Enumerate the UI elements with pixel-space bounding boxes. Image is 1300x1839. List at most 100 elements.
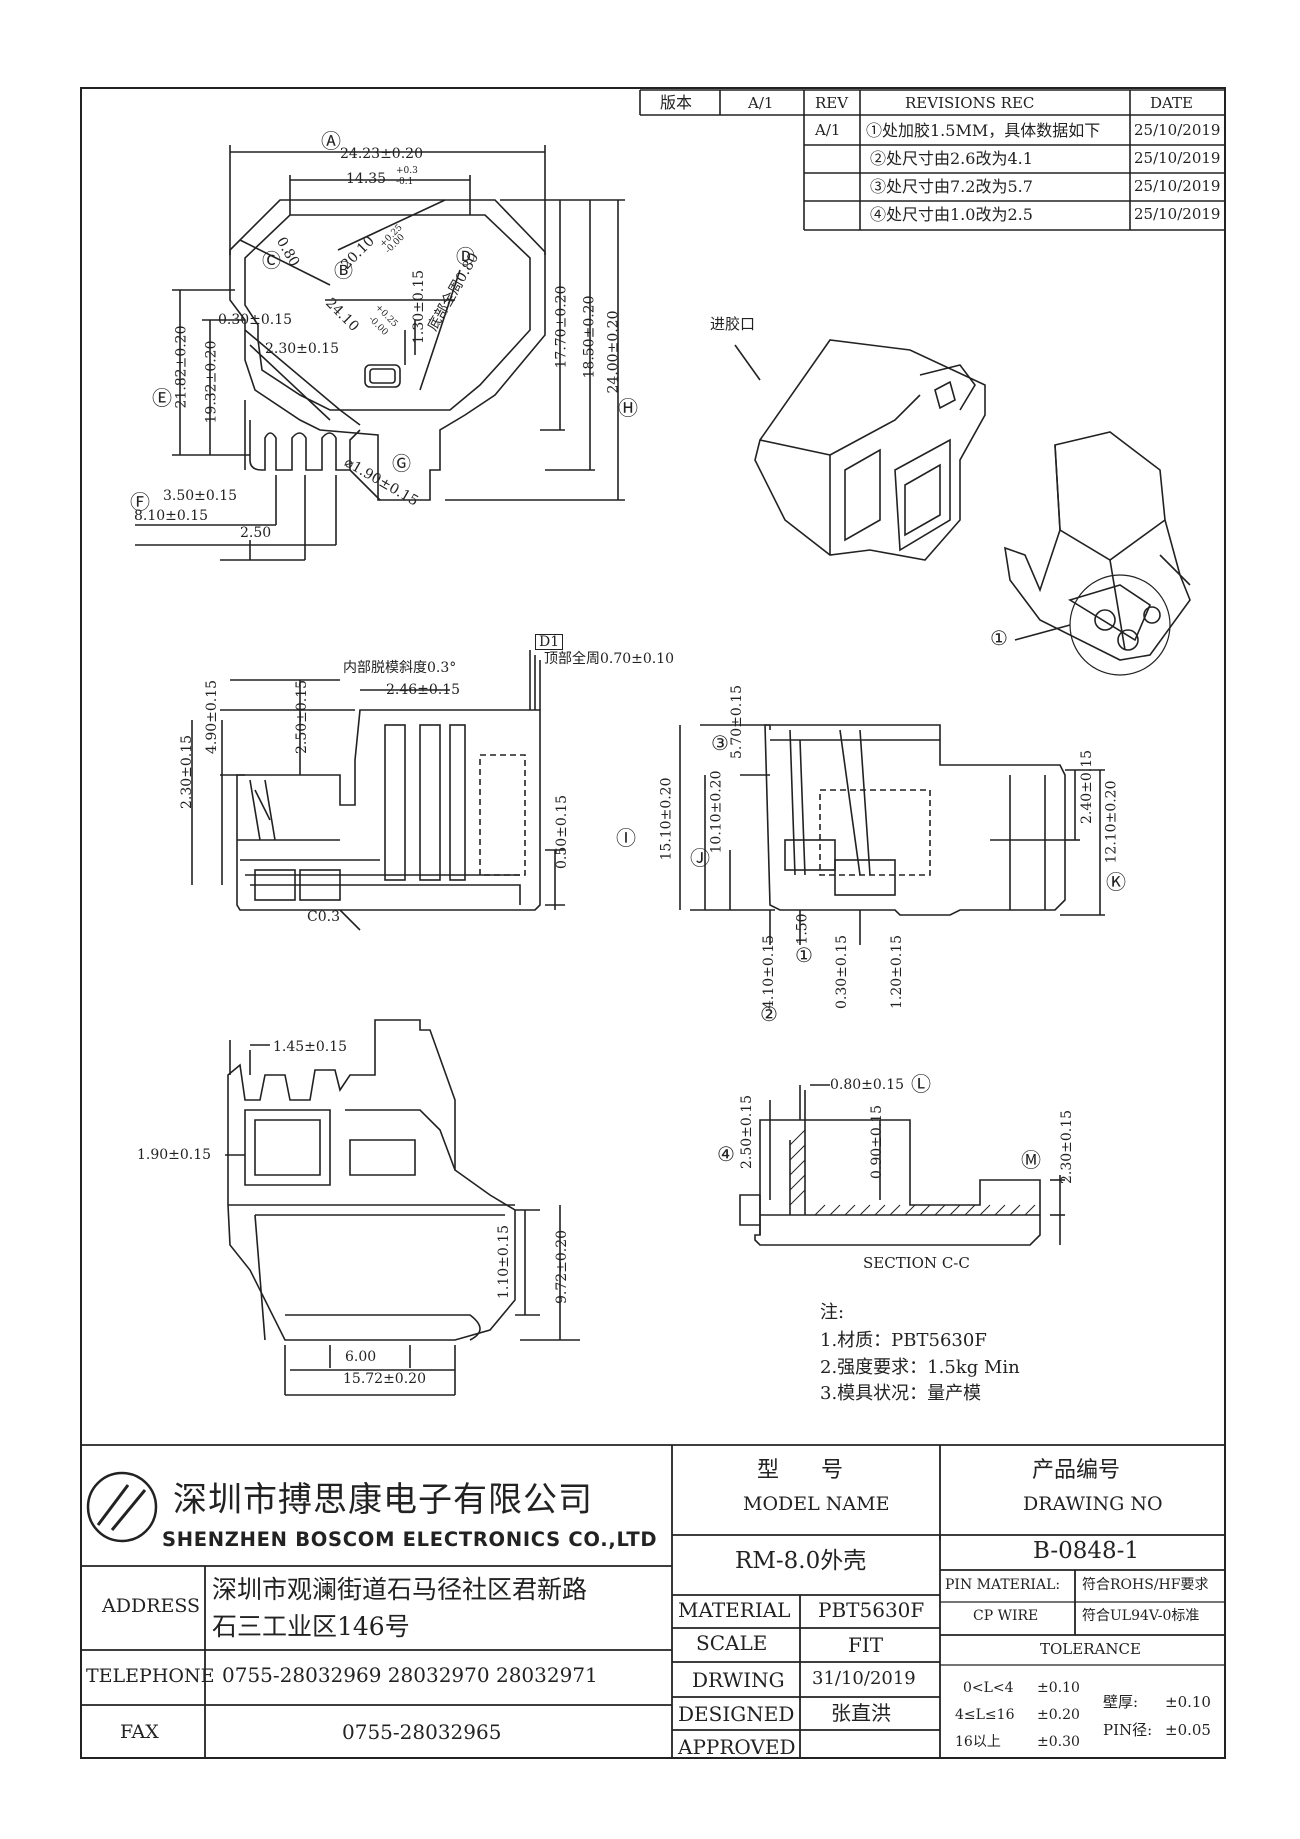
- section-dim-1: 0.80±0.15: [830, 1077, 905, 1093]
- tol-value-1: ±0.10: [1037, 1680, 1080, 1696]
- material-value: PBT5630F: [818, 1598, 925, 1622]
- rev-row-4-date: 25/10/2019: [1134, 205, 1221, 223]
- dim-height-5: 24.00±0.20: [605, 310, 622, 394]
- tol-range-1: 0<L<4: [963, 1680, 1014, 1696]
- front-view-outline: [191, 650, 565, 931]
- material-label: MATERIAL: [678, 1598, 791, 1622]
- dim-height-4: 18.50±0.20: [581, 295, 598, 379]
- note-1: 1.材质：PBT5630F: [820, 1330, 987, 1351]
- drwing-value: 31/10/2019: [812, 1668, 916, 1689]
- callout-3: ③: [711, 731, 729, 755]
- model-value: RM-8.0外壳: [735, 1548, 867, 1574]
- dim-width-inner: 14.35: [346, 171, 387, 187]
- side-dim-6: 1.50: [794, 913, 811, 945]
- title-block-grid: [80, 1444, 1226, 1759]
- ul-compliance: 符合UL94V-0标准: [1082, 1608, 1200, 1624]
- company-name-en: SHENZHEN BOSCOM ELECTRONICS CO.,LTD: [162, 1528, 658, 1551]
- dim-callout-h: Ⓗ: [618, 396, 638, 420]
- company-name-cn: 深圳市搏思康电子有限公司: [173, 1480, 593, 1520]
- notes-title: 注:: [820, 1302, 845, 1323]
- section-dim-4: 2.30±0.15: [1059, 1109, 1076, 1185]
- drawing-no-value: B-0848-1: [1033, 1538, 1140, 1564]
- rohs-compliance: 符合ROHS/HF要求: [1082, 1577, 1209, 1593]
- front-chamfer: C0.3: [307, 909, 340, 925]
- dim-pin-span: 8.10±0.15: [134, 508, 209, 524]
- scale-value: FIT: [848, 1633, 884, 1657]
- dim-callout-b: Ⓑ: [334, 260, 354, 282]
- bottom-dim-6: 15.72±0.20: [343, 1371, 426, 1387]
- model-label-cn: 型 号: [757, 1458, 843, 1483]
- pin-material-label: PIN MATERIAL:: [945, 1577, 1061, 1593]
- scale-label: SCALE: [696, 1631, 768, 1655]
- iso-view-part: [734, 339, 1191, 676]
- section-dim-3: 0.90±0.15: [869, 1104, 886, 1180]
- rev-row-2-date: 25/10/2019: [1134, 149, 1221, 167]
- rev-row-4-rec: ④处尺寸由1.0改为2.5: [870, 205, 1033, 224]
- dim-wall-offset: 0.30±0.15: [218, 312, 293, 328]
- fax-label: FAX: [120, 1721, 159, 1743]
- drawing-frame: [80, 87, 1226, 1759]
- rev-row-3-date: 25/10/2019: [1134, 177, 1221, 195]
- tolerance-label: TOLERANCE: [1040, 1640, 1141, 1658]
- address-label: ADDRESS: [102, 1595, 201, 1617]
- top-wall-thickness: 顶部全周0.70±0.10: [544, 651, 675, 667]
- callout-l: Ⓛ: [911, 1072, 931, 1096]
- dim-width-overall: 24.23±0.20: [340, 146, 423, 162]
- fax-value: 0755-28032965: [342, 1720, 502, 1744]
- drawing-no-label-en: DRAWING NO: [1023, 1493, 1163, 1515]
- front-dim-3: 2.50±0.15: [294, 679, 311, 755]
- date-header: DATE: [1150, 94, 1193, 112]
- approved-label: APPROVED: [678, 1735, 796, 1759]
- bottom-dim-5: 6.00: [345, 1349, 377, 1365]
- wall-tol-label: 壁厚:: [1103, 1693, 1139, 1711]
- side-dim-8: 0.30±0.15: [834, 934, 851, 1010]
- tol-range-2: 4≤L≤16: [955, 1707, 1015, 1723]
- dim-height-2: 19.32±0.20: [203, 340, 220, 424]
- callout-1-side: ①: [795, 943, 813, 967]
- front-dim-1: 2.46±0.15: [386, 682, 461, 698]
- rev-row-1-rec: ①处加胶1.5MM，具体数据如下: [866, 121, 1101, 140]
- note-3: 3.模具状况：量产模: [820, 1383, 982, 1404]
- drwing-label: DRWING: [692, 1668, 785, 1692]
- rev-row-2-rec: ②处尺寸由2.6改为4.1: [870, 149, 1033, 168]
- dim-slot-offset: 2.30±0.15: [265, 341, 340, 357]
- inlet-label: 进胶口: [710, 315, 756, 333]
- side-dim-9: 1.20±0.15: [889, 934, 906, 1010]
- rev-row-1-rev: A/1: [815, 121, 841, 139]
- revision-table-grid: [639, 89, 1226, 231]
- side-dim-4: 2.40±0.15: [1079, 749, 1096, 825]
- drawing-no-label-cn: 产品编号: [1032, 1458, 1121, 1483]
- front-dim-2: 4.90±0.15: [204, 679, 221, 755]
- bottom-dim-1: 1.45±0.15: [273, 1039, 348, 1055]
- bottom-view-outline: [225, 1019, 580, 1396]
- rev-row-1-date: 25/10/2019: [1134, 121, 1221, 139]
- dim-width-inner-tol-bot: -0.1: [396, 177, 414, 187]
- company-logo: [86, 1471, 158, 1543]
- note-2: 2.强度要求：1.5kg Min: [820, 1357, 1020, 1378]
- callout-j: Ⓙ: [690, 846, 710, 870]
- dim-height-3: 17.70±0.20: [553, 285, 570, 369]
- dim-callout-c: Ⓒ: [262, 250, 282, 272]
- telephone-label: TELEPHONE: [86, 1665, 215, 1687]
- dim-pin-gap: 2.50: [240, 525, 272, 541]
- side-dim-2: 15.10±0.20: [658, 777, 675, 861]
- section-view-outline: [739, 1084, 1065, 1246]
- dim-callout-d: Ⓓ: [456, 246, 476, 268]
- front-dim-4: 2.30±0.15: [179, 734, 196, 810]
- callout-1-iso: ①: [990, 626, 1008, 650]
- callout-k: Ⓚ: [1106, 870, 1126, 894]
- dim-callout-e: Ⓔ: [152, 386, 172, 410]
- tol-value-3: ±0.30: [1037, 1734, 1080, 1750]
- top-view-outline: [135, 145, 625, 561]
- side-view-outline: [679, 724, 1105, 945]
- side-dim-7: 4.10±0.15: [761, 934, 778, 1010]
- callout-4: ④: [717, 1142, 735, 1166]
- telephone-value: 0755-28032969 28032970 28032971: [222, 1663, 598, 1687]
- dim-height-overall: 21.82±0.20: [173, 325, 190, 409]
- rev-row-3-rec: ③处尺寸由7.2改为5.7: [870, 177, 1033, 196]
- side-dim-1: 5.70±0.15: [729, 684, 746, 760]
- pin-tol-label: PIN径:: [1103, 1721, 1153, 1739]
- dim-width-inner-tol-top: +0.3: [396, 166, 418, 176]
- section-hatching: [789, 1129, 1036, 1216]
- designed-label: DESIGNED: [678, 1702, 795, 1726]
